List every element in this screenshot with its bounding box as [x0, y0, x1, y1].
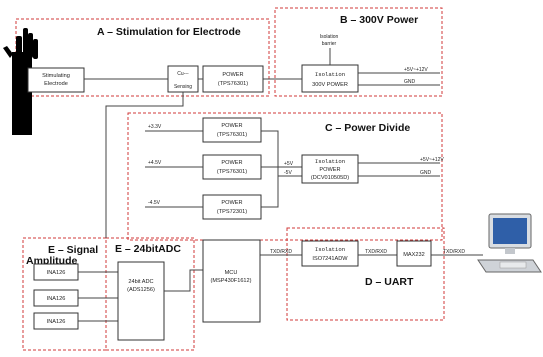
cu-sensing-label-2: Sensing [174, 84, 192, 90]
stimulating-electrode-block [27, 67, 85, 93]
mcu-block [202, 239, 261, 323]
isolation-power-block [301, 154, 359, 184]
b-plus-label: +5V~+12V [404, 67, 428, 73]
hand-icon [3, 28, 38, 135]
section-c-title: C – Power Divide [325, 122, 410, 134]
cu-sensing-label-1: Cu--- [177, 71, 189, 77]
power-c1-label-1: POWER [221, 123, 242, 129]
section-b-title: B – 300V Power [340, 14, 418, 26]
power-c2-block [202, 154, 262, 180]
section-a-title: A – Stimulation for Electrode [97, 26, 241, 38]
sensing-to-adc-line [105, 92, 184, 238]
c-gnd-label: GND [420, 170, 432, 176]
v33-label: +3.3V [148, 124, 162, 130]
section-d-outline [286, 227, 445, 321]
v45-label: +4.5V [148, 160, 162, 166]
c-bus-line [261, 130, 279, 208]
power-a-label-1: POWER [222, 72, 243, 78]
iso7241-label-2: ISO7241ADW [312, 256, 348, 262]
txd-label-3: TXD/RXD [443, 249, 465, 255]
section-e-adc-title: E – 24bitADC [115, 243, 181, 255]
c-plus-label: +5V~+12V [420, 157, 444, 163]
isolation-300v-label-1: Isolation [315, 71, 345, 78]
adc-label-2: (ADS1256) [127, 287, 155, 293]
adc-label-1: 24bit ADC [128, 279, 153, 285]
mcu-label-2: (MSP430F1612) [210, 278, 251, 284]
stimulating-electrode-label-1: Stimulating [42, 73, 70, 79]
ina126-label-1: INA126 [47, 270, 66, 276]
vneg45-label: -4.5V [148, 200, 161, 206]
power-a-block [202, 65, 264, 93]
power-c2-label-1: POWER [221, 160, 242, 166]
isolation-power-label-1: Isolation [315, 158, 345, 165]
txd-label-1: TXD/RXD [270, 249, 292, 255]
isolation-barrier-label-2: barrier [322, 41, 337, 47]
isolation-power-label-2: POWER [319, 167, 340, 173]
power-c1-label-2: (TPS76301) [217, 132, 247, 138]
isolation-power-label-3: (DCV010505D) [311, 175, 349, 181]
isolation-300v-label-2: 300V POWER [312, 82, 348, 88]
iso7241-label-1: Isolation [315, 246, 345, 253]
power-c3-label-2: (TPS72301) [217, 209, 247, 215]
adc-block [117, 261, 165, 341]
power-c3-block [202, 194, 262, 220]
mcu-label-1: MCU [225, 270, 238, 276]
section-e-signal-outline [22, 237, 107, 351]
n5-label: -5V [284, 170, 292, 176]
section-d-title: D – UART [365, 276, 414, 288]
max232-block [396, 240, 432, 267]
ina126-label-3: INA126 [47, 319, 66, 325]
stimulating-electrode-label-2: Electrode [44, 81, 68, 87]
isolation-barrier-label-1: Isolation [320, 34, 339, 40]
section-e-signal-title-line1: E – Signal [48, 244, 98, 256]
computer-icon [477, 213, 542, 273]
section-b-outline [274, 7, 443, 97]
power-a-label-2: (TPS76301) [218, 81, 248, 87]
power-c2-label-2: (TPS76301) [217, 169, 247, 175]
power-c1-block [202, 117, 262, 143]
b-gnd-label: GND [404, 79, 416, 85]
ina126-label-2: INA126 [47, 296, 66, 302]
power-c3-label-1: POWER [221, 200, 242, 206]
section-c-outline [127, 112, 443, 241]
p5-label: +5V [284, 161, 294, 167]
txd-label-2: TXD/RXD [365, 249, 387, 255]
max232-label: MAX232 [403, 252, 424, 258]
adc-to-mcu-line [164, 269, 203, 292]
iso7241-block [301, 240, 359, 267]
